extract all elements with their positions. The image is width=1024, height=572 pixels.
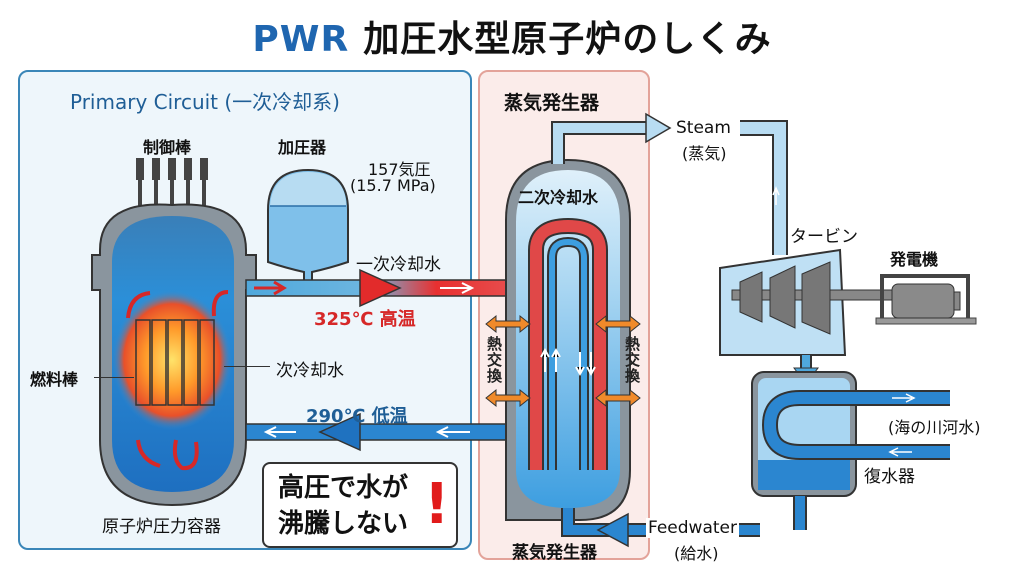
cold-leg-pipe: [245, 412, 517, 452]
reactor-vessel: [91, 203, 257, 507]
pressurizer: [267, 168, 349, 283]
steam-jp-label: (蒸気): [682, 144, 727, 163]
steam-generator-vessel: [485, 112, 760, 548]
turbine: [719, 248, 893, 356]
hot-leg-pipe: [245, 268, 519, 308]
title-main: 加圧水型原子炉のしくみ: [363, 19, 772, 60]
steam-label: Steam: [676, 118, 731, 138]
pressure-mpa: (15.7 MPa): [350, 176, 436, 195]
cold-leg-temp: 290℃ 低温: [306, 406, 408, 427]
generator-label: 発電機: [890, 250, 939, 269]
steam-line: [740, 120, 788, 255]
coolant-leader: [224, 366, 270, 367]
pressure-value: 157気圧: [368, 160, 431, 179]
fuel-rods-label: 燃料棒: [30, 370, 79, 389]
feedwater-label: Feedwater: [646, 518, 739, 538]
primary-circuit-heading: Primary Circuit (一次冷却系): [70, 90, 340, 114]
title-accent: PWR: [252, 19, 350, 60]
control-rods-label: 制御棒: [143, 138, 192, 157]
reactor-vessel-label: 原子炉圧力容器: [102, 517, 221, 537]
callout-line-1: 高圧で水が: [278, 473, 409, 503]
primary-coolant-label: 一次冷却水: [356, 255, 441, 275]
heat-exchange-left-label: 熱交換: [485, 336, 503, 384]
pressurizer-label: 加圧器: [278, 138, 327, 157]
cooling-water-label: (海の川河水): [888, 418, 981, 437]
heat-exchange-right-label: 熱交換: [623, 336, 641, 384]
steam-generator-footer: 蒸気発生器: [512, 543, 597, 563]
fuel-rods-leader: [94, 377, 134, 378]
no-boiling-callout: 高圧で水が 沸騰しない !: [262, 462, 458, 548]
exclamation-icon: !: [424, 472, 450, 537]
in-vessel-coolant-label: 次冷却水: [276, 361, 344, 381]
callout-text: 高圧で水が 沸騰しない: [278, 470, 408, 542]
steam-generator-heading: 蒸気発生器: [504, 92, 600, 114]
condenser: [751, 371, 950, 530]
turbine-label: タービン: [790, 227, 858, 247]
page-title: PWR 加圧水型原子炉のしくみ: [0, 10, 1024, 62]
secondary-coolant-label: 二次冷却水: [518, 188, 599, 207]
feedwater-jp-label: (給水): [674, 544, 719, 563]
callout-line-2: 沸騰しない: [278, 509, 409, 539]
generator: [875, 274, 977, 325]
condenser-label: 復水器: [864, 467, 915, 487]
hot-leg-temp: 325℃ 高温: [314, 309, 416, 330]
